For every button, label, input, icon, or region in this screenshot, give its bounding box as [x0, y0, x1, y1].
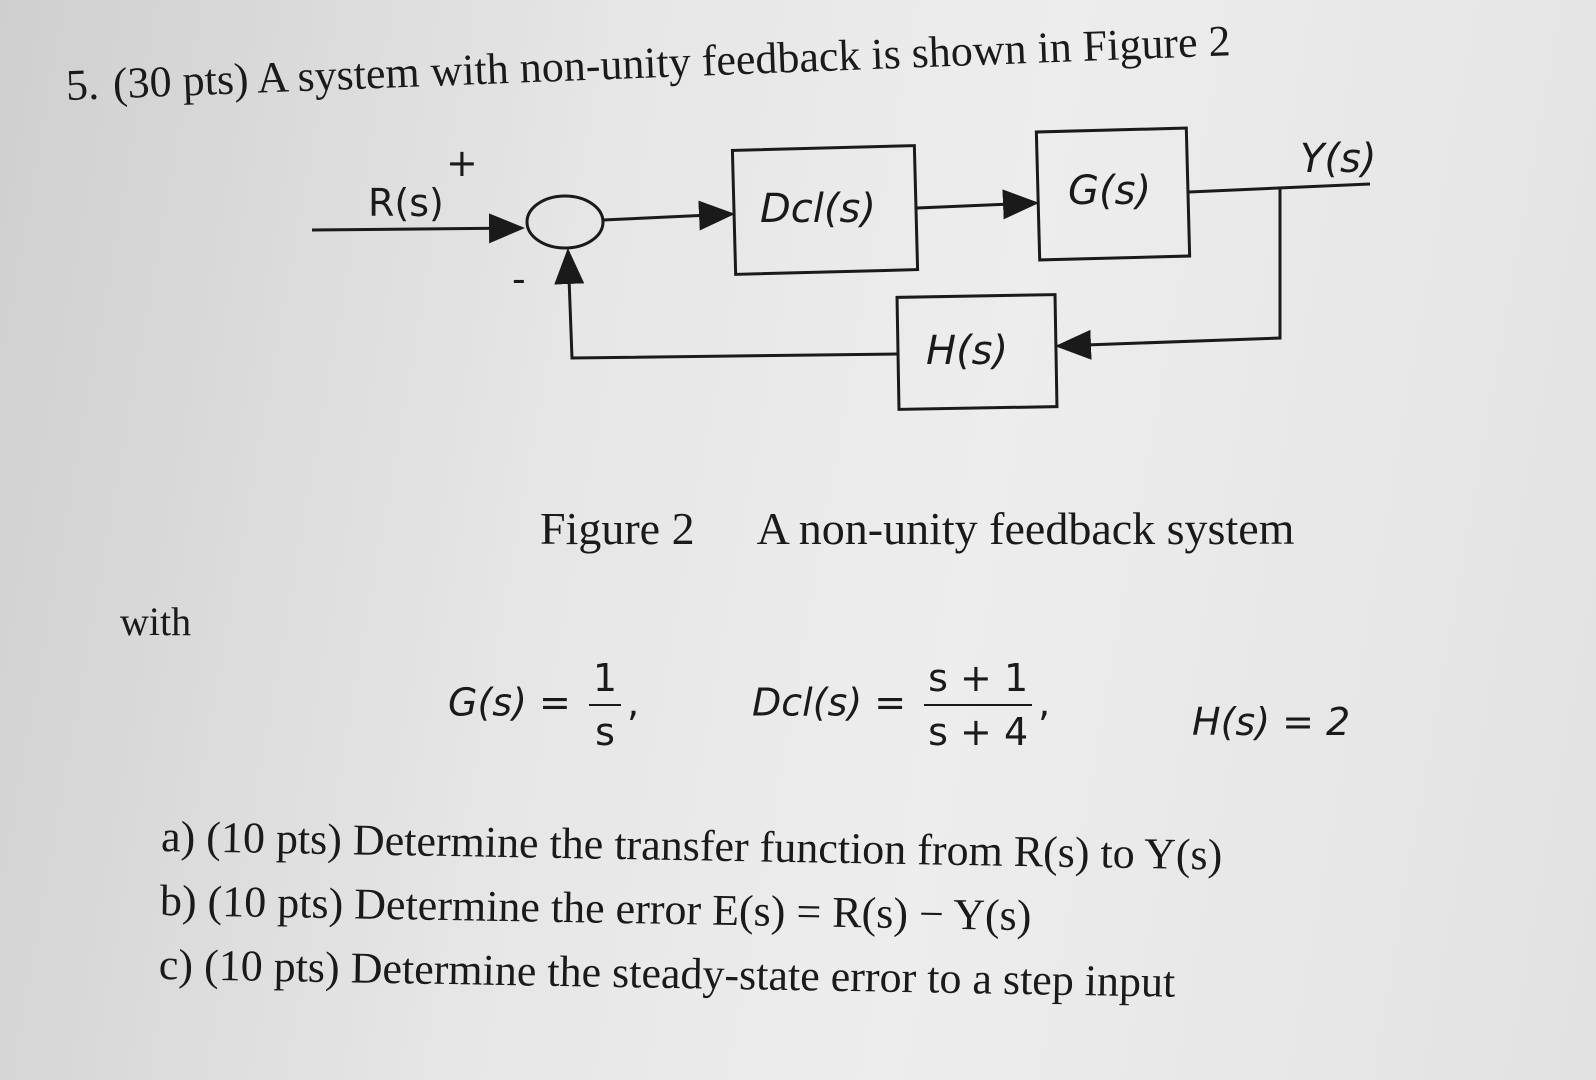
input-signal-line [311, 213, 525, 244]
d-denominator: s + 4 [928, 710, 1029, 754]
feedback-path-left [554, 248, 898, 360]
output-label: Y(s) [1300, 136, 1376, 182]
with-label: with [120, 599, 192, 644]
feedback-path-right [1055, 188, 1282, 360]
plant-block [1034, 126, 1192, 262]
d-numerator: s + 1 [924, 656, 1033, 706]
figure-caption: Figure 2 A non-unity feedback system [540, 502, 1294, 555]
error-signal-line [602, 200, 735, 231]
d-separator: , [1038, 680, 1051, 725]
d-lhs: Dcl(s) = [752, 680, 907, 725]
minus-sign: - [512, 257, 526, 301]
h-equation: H(s) = 2 [1192, 700, 1350, 744]
controller-label: Dcl(s) [760, 186, 876, 232]
plus-sign: + [446, 141, 478, 185]
input-label: R(s) [368, 181, 444, 225]
figure-number: Figure 2 [540, 503, 695, 554]
g-separator: , [627, 680, 640, 725]
g-lhs: G(s) = [448, 680, 571, 725]
g-denominator: s [595, 710, 615, 754]
control-signal-line [916, 189, 1039, 220]
feedback-block [895, 293, 1059, 411]
feedback-label: H(s) [926, 328, 1008, 374]
figure-caption-text: A non-unity feedback system [756, 503, 1295, 554]
g-equation: G(s) = 1 s , [448, 656, 639, 754]
h-expression: H(s) = 2 [1192, 700, 1351, 744]
g-fraction: 1 s [588, 656, 622, 754]
summing-junction [525, 194, 605, 250]
d-fraction: s + 1 s + 4 [924, 656, 1033, 754]
plant-label: G(s) [1068, 168, 1151, 214]
question-parts: a) (10 pts) Determine the transfer funct… [158, 805, 1223, 1015]
g-numerator: 1 [588, 656, 622, 706]
d-equation: Dcl(s) = s + 1 s + 4 , [752, 656, 1050, 754]
controller-block [730, 144, 920, 276]
